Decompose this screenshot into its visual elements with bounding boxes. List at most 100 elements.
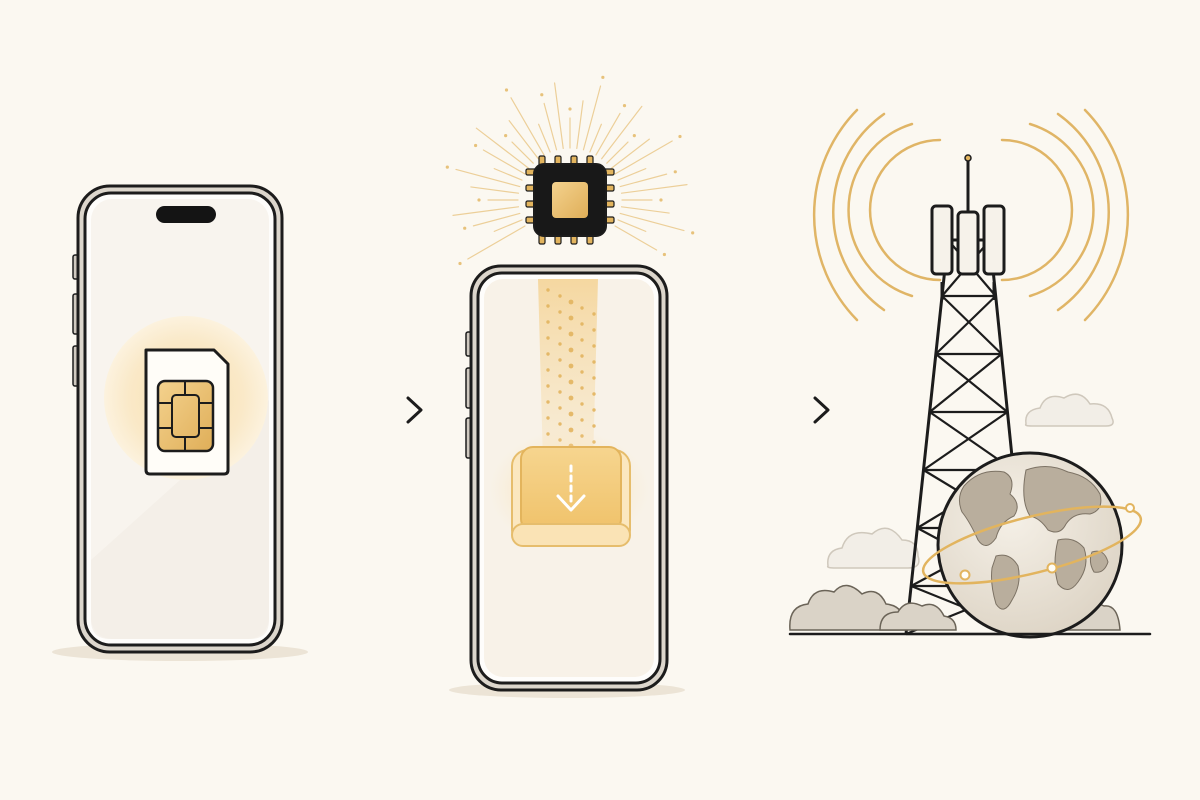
download-dot: [558, 358, 562, 362]
arrow-right-icon: [310, 396, 423, 424]
glow-ray: [582, 85, 602, 151]
glow-ray: [482, 149, 526, 175]
glow-dot: [540, 93, 544, 97]
signal-waves-icon: [812, 108, 1130, 322]
glow-ray: [617, 219, 647, 232]
download-dot: [568, 315, 574, 321]
glow-ray: [589, 123, 602, 153]
download-dot: [592, 328, 596, 332]
download-dot: [580, 370, 584, 374]
esim-slot-icon: [511, 446, 631, 547]
glow-ray: [470, 186, 520, 194]
glow-dot: [474, 143, 478, 148]
download-dot: [592, 360, 596, 364]
glow-dot: [673, 170, 677, 174]
glow-ray: [614, 225, 658, 251]
glow-ray: [508, 120, 539, 160]
arrow-right-icon: [706, 396, 830, 424]
download-dot: [558, 374, 562, 378]
download-dot: [592, 376, 596, 380]
glow-dot: [601, 75, 605, 79]
download-dot: [568, 379, 574, 385]
glow-dot: [678, 134, 682, 139]
download-dot: [592, 408, 596, 412]
download-dot: [580, 354, 584, 358]
sim-chip-contacts: [158, 381, 213, 451]
download-dot: [546, 320, 550, 324]
glow-ray: [619, 212, 685, 232]
download-dot: [568, 331, 574, 337]
glow-ray: [614, 140, 673, 175]
download-dot: [546, 368, 550, 372]
glow-dot: [477, 198, 481, 202]
download-dot: [580, 386, 584, 390]
glow-dot: [504, 88, 509, 92]
download-dot: [580, 322, 584, 326]
phone-esim-download: [445, 75, 695, 698]
download-dot: [558, 390, 562, 394]
download-dot: [568, 395, 574, 401]
download-dot: [546, 416, 550, 420]
download-dot: [558, 310, 562, 314]
cloud-icon: [826, 393, 1114, 569]
glow-dot: [632, 134, 636, 138]
glow-dot: [458, 261, 462, 266]
orbit-ring: [921, 505, 1143, 585]
download-dot: [568, 411, 574, 417]
orbit-node: [959, 569, 971, 581]
glow-ray: [610, 138, 650, 169]
chevron-down-icon: [556, 494, 586, 512]
download-dot: [592, 344, 596, 348]
glow-dot: [659, 198, 663, 202]
download-dot: [558, 294, 562, 298]
glow-ray: [455, 168, 521, 188]
glow-ray: [467, 225, 526, 260]
chip-glow-rays: [445, 75, 695, 266]
glow-dot: [568, 107, 572, 111]
glow-ray: [576, 100, 584, 150]
orbit-node: [1125, 503, 1135, 513]
glow-ray: [620, 206, 670, 214]
glow-ray: [620, 183, 688, 194]
sim-card-icon: [144, 348, 230, 476]
download-dot: [592, 392, 596, 396]
glow-ray: [452, 206, 520, 217]
download-dot: [568, 363, 574, 369]
download-dot: [546, 400, 550, 404]
ground-shrubs: [789, 584, 1121, 631]
glow-ray: [543, 102, 558, 151]
download-dot: [592, 312, 596, 316]
download-dot: [580, 306, 584, 310]
download-dot: [546, 384, 550, 388]
glow-ray: [617, 168, 647, 181]
glow-dot: [445, 165, 449, 169]
glow-dot: [504, 134, 508, 138]
continents: [958, 466, 1109, 610]
orbit-node: [1046, 562, 1058, 574]
glow-ray: [510, 97, 545, 156]
download-dot: [558, 342, 562, 346]
download-dot: [558, 406, 562, 410]
download-dot: [592, 424, 596, 428]
glow-dot: [691, 231, 695, 235]
download-dot: [546, 352, 550, 356]
download-dot: [546, 288, 550, 292]
carrier-network: [788, 108, 1152, 639]
download-dot: [580, 418, 584, 422]
glow-ray: [472, 212, 521, 227]
esim-chip-icon: [525, 155, 615, 245]
glow-ray: [601, 105, 643, 160]
download-dot: [568, 299, 574, 305]
download-dot: [580, 402, 584, 406]
chip-die: [552, 182, 588, 218]
dynamic-island: [156, 206, 216, 223]
cell-tower-icon: [904, 154, 1032, 636]
glow-dot: [463, 226, 467, 230]
globe-icon: [921, 451, 1143, 639]
download-dot: [558, 326, 562, 330]
glow-ray: [511, 141, 534, 164]
phone-physical-sim: [52, 184, 308, 661]
glow-ray: [538, 123, 551, 153]
